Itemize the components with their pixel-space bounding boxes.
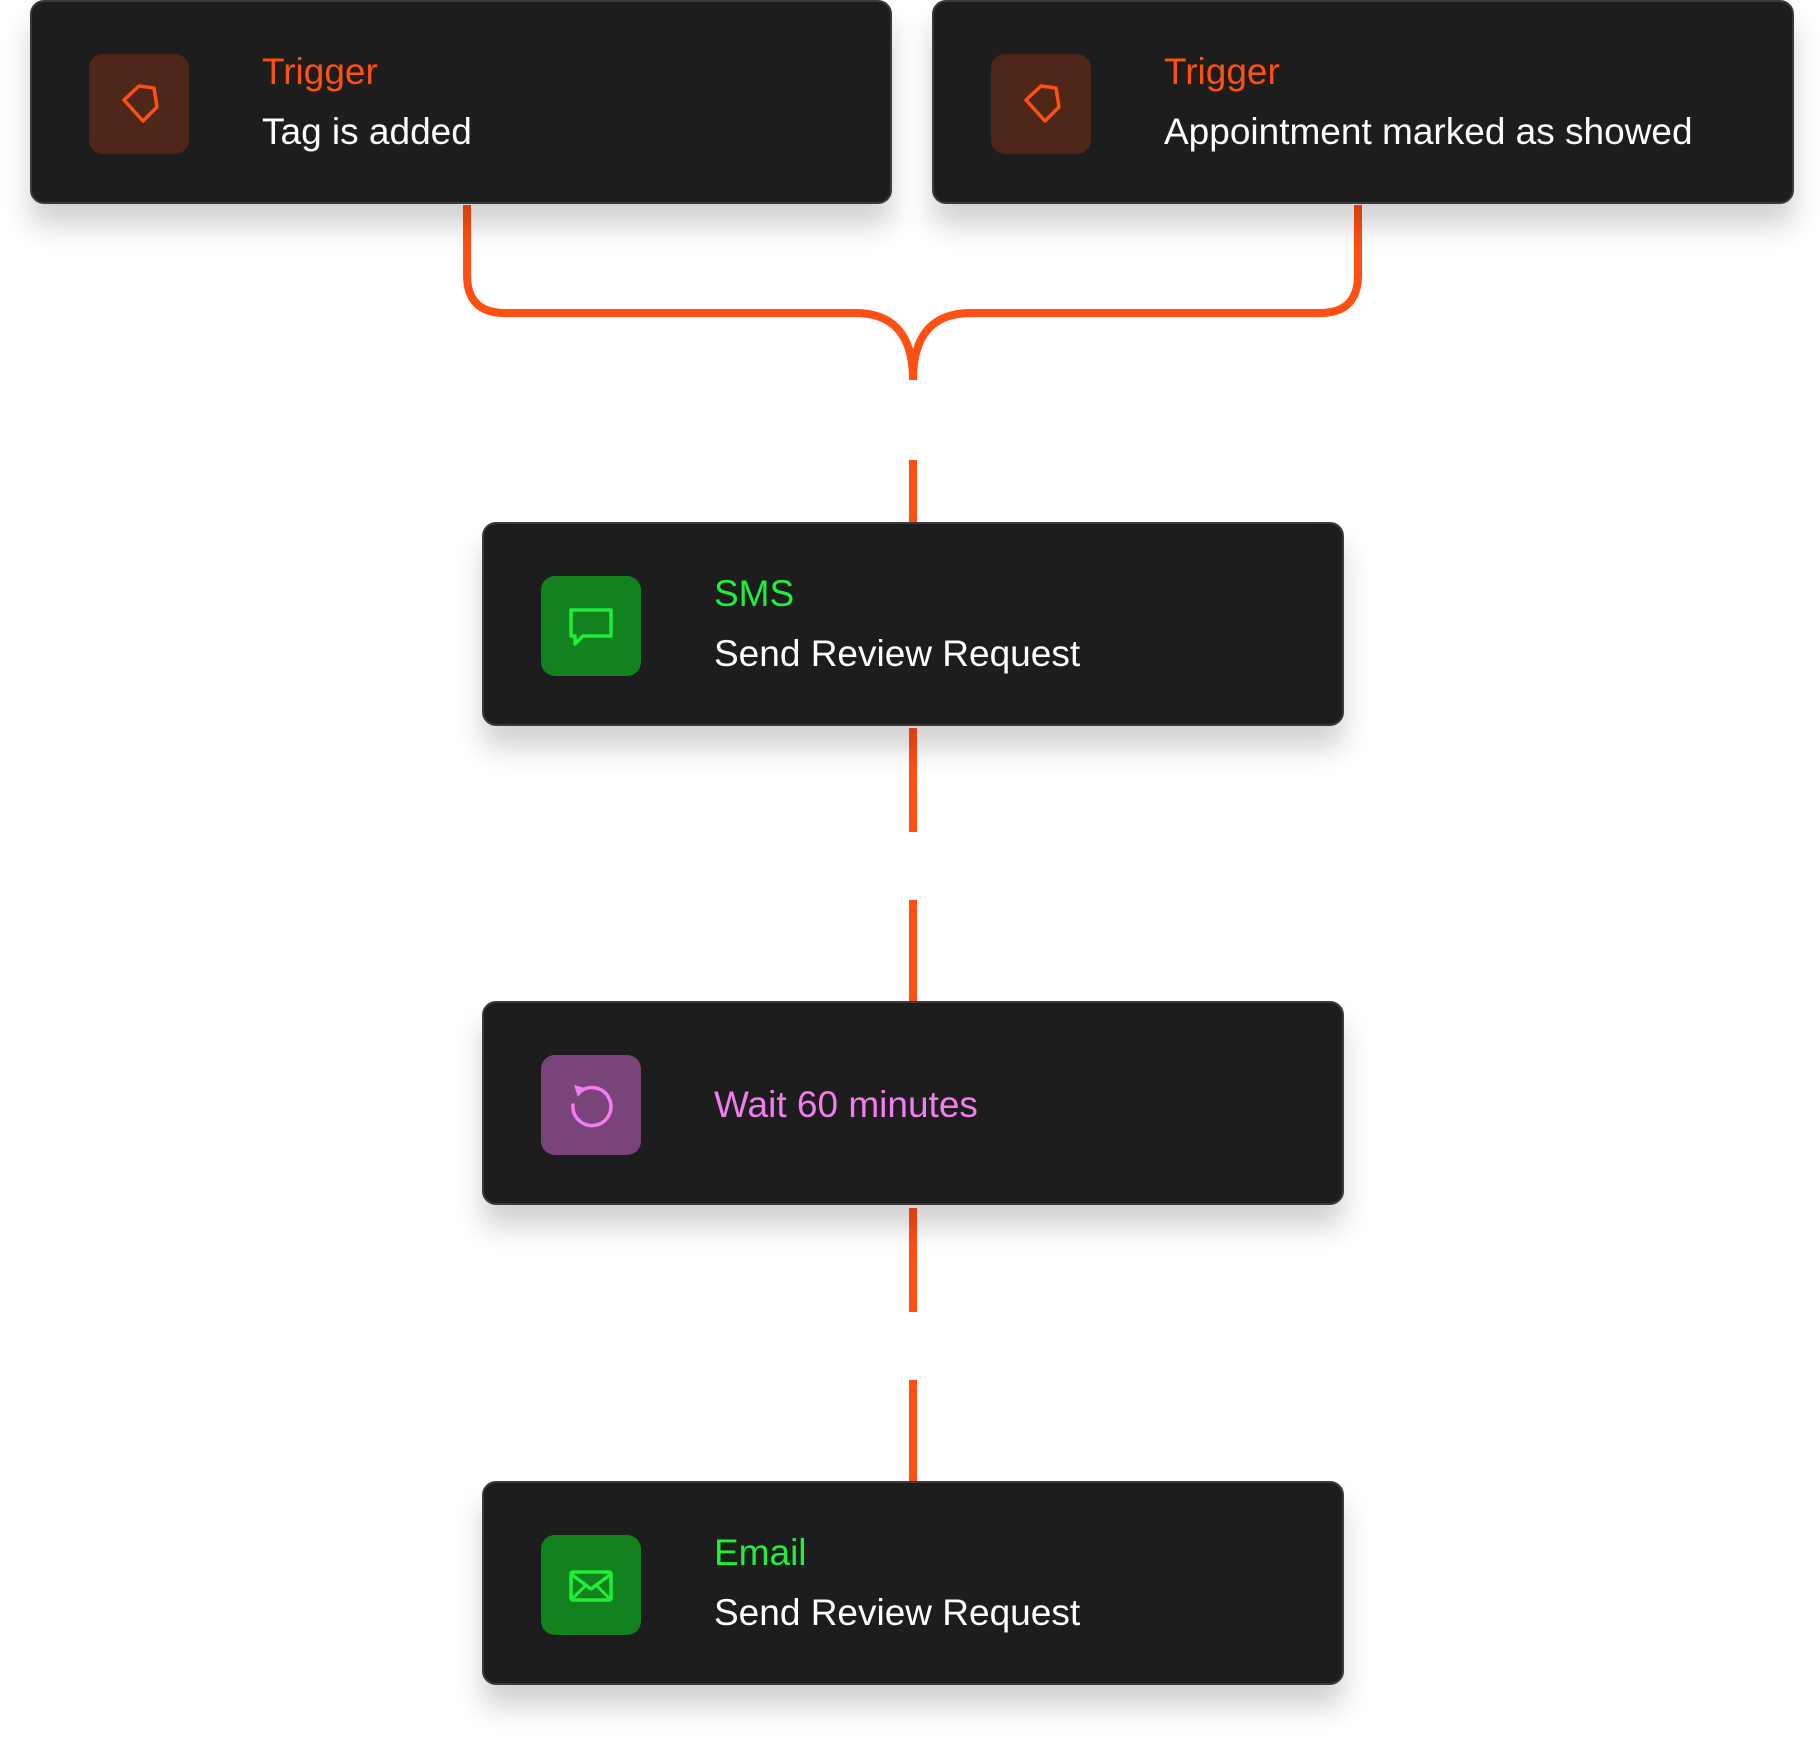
trigger-title: Appointment marked as showed: [1164, 111, 1693, 152]
trigger-merge-connector: [463, 205, 1362, 381]
email-title: Send Review Request: [714, 1592, 1081, 1633]
sms-title: Send Review Request: [714, 633, 1081, 674]
wait-icon-box: [541, 1055, 641, 1155]
trigger-icon-box: [89, 54, 189, 154]
trigger-icon-box: [991, 54, 1091, 154]
email-icon-box: [541, 1535, 641, 1635]
sms-icon-box: [541, 576, 641, 676]
wait-step-card[interactable]: Wait 60 minutes: [482, 1001, 1344, 1205]
email-type-label: Email: [714, 1532, 807, 1573]
tag-icon: [1024, 84, 1061, 123]
trigger-type-label: Trigger: [1164, 51, 1280, 92]
chat-bubble-icon: [569, 608, 613, 646]
refresh-icon: [571, 1085, 613, 1128]
trigger-card-appointment-showed[interactable]: Trigger Appointment marked as showed: [932, 0, 1794, 204]
sms-step-card[interactable]: SMS Send Review Request: [482, 522, 1344, 726]
email-step-card[interactable]: Email Send Review Request: [482, 1481, 1344, 1685]
tag-icon: [122, 84, 159, 123]
wait-title: Wait 60 minutes: [714, 1084, 978, 1125]
trigger-type-label: Trigger: [262, 51, 378, 92]
trigger-title: Tag is added: [262, 111, 472, 152]
sms-type-label: SMS: [714, 573, 795, 614]
envelope-icon: [569, 1570, 613, 1602]
trigger-card-tag-added[interactable]: Trigger Tag is added: [30, 0, 892, 204]
